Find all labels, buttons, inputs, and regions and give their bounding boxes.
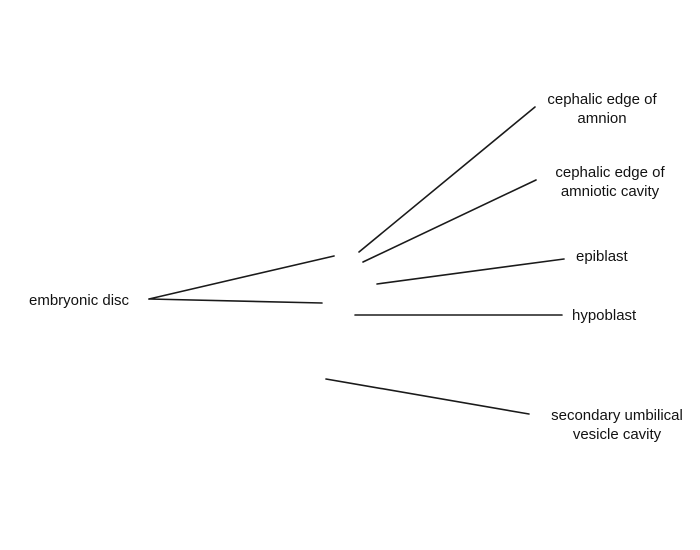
leader-line-cephalic-edge-of-amniotic-cavity [362, 179, 537, 263]
label-secondary-umbilical-vesicle-cavity-line1: secondary umbilical [551, 407, 683, 424]
leader-line-epiblast [376, 258, 565, 285]
label-secondary-umbilical-vesicle-cavity: secondary umbilical vesicle cavity [534, 406, 700, 444]
label-hypoblast-text: hypoblast [572, 307, 637, 324]
label-cephalic-edge-of-amnion-line2: amnion [577, 110, 627, 127]
leader-line-embryonic-disc-lower [148, 298, 323, 304]
label-cephalic-edge-of-amniotic-cavity-line2: amniotic cavity [560, 183, 660, 200]
label-embryonic-disc-text: embryonic disc [29, 292, 130, 309]
label-embryonic-disc: embryonic disc [29, 291, 129, 310]
leader-line-secondary-umbilical-vesicle-cavity [325, 378, 530, 415]
label-epiblast: epiblast [576, 247, 628, 266]
leader-line-embryonic-disc-upper [148, 255, 335, 300]
leader-line-cephalic-edge-of-amnion [358, 106, 536, 253]
label-cephalic-edge-of-amnion: cephalic edge of amnion [531, 90, 673, 128]
label-secondary-umbilical-vesicle-cavity-line2: vesicle cavity [572, 426, 662, 443]
label-hypoblast: hypoblast [572, 306, 636, 325]
label-epiblast-text: epiblast [576, 248, 628, 265]
label-cephalic-edge-of-amnion-line1: cephalic edge of [547, 91, 657, 108]
label-cephalic-edge-of-amniotic-cavity-line1: cephalic edge of [555, 164, 665, 181]
label-cephalic-edge-of-amniotic-cavity: cephalic edge of amniotic cavity [540, 163, 680, 201]
